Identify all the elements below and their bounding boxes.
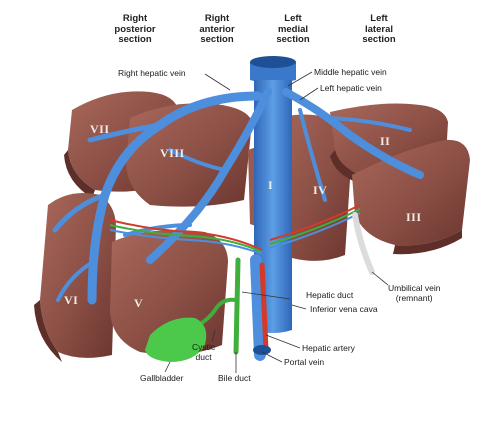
segment-vi-label: VI [64, 293, 79, 307]
segment-iii-lobe [352, 139, 470, 255]
hilar-structures [233, 254, 271, 361]
segment-v-label: V [134, 296, 144, 310]
segment-iii-label: III [406, 210, 422, 224]
segment-ii-label: II [380, 134, 391, 148]
label-middle-hepatic-vein: Middle hepatic vein [314, 67, 387, 77]
header-left-lateral-section: Left lateral section [362, 13, 396, 45]
segment-i-label: I [268, 178, 274, 192]
label-bile-duct: Bile duct [218, 373, 251, 383]
segment-iv-label: IV [313, 183, 328, 197]
leader-lines [164, 71, 389, 373]
hepatic-vein-system [52, 56, 424, 333]
segment-vii-label: VII [90, 122, 110, 136]
segment-viii-label: VIII [160, 146, 185, 160]
label-hepatic-duct: Hepatic duct [306, 290, 354, 300]
umbilical-vein-remnant [352, 212, 375, 275]
label-right-hepatic-vein: Right hepatic vein [118, 68, 186, 78]
label-hepatic-artery: Hepatic artery [302, 343, 355, 353]
gallbladder-shape [145, 297, 237, 362]
header-right-posterior-section: Right posterior section [114, 13, 156, 45]
label-cystic-duct: Cystic duct [192, 342, 216, 362]
label-inferior-vena-cava: Inferior vena cava [310, 304, 378, 314]
header-right-anterior-section: Right anterior section [199, 13, 235, 45]
header-left-medial-section: Left medial section [276, 13, 310, 45]
portal-triad-branches [109, 204, 361, 255]
label-portal-vein: Portal vein [284, 357, 325, 367]
label-umbilical-vein: Umbilical vein (remnant) [388, 283, 441, 303]
label-left-hepatic-vein: Left hepatic vein [320, 83, 382, 93]
label-gallbladder: Gallbladder [140, 373, 184, 383]
